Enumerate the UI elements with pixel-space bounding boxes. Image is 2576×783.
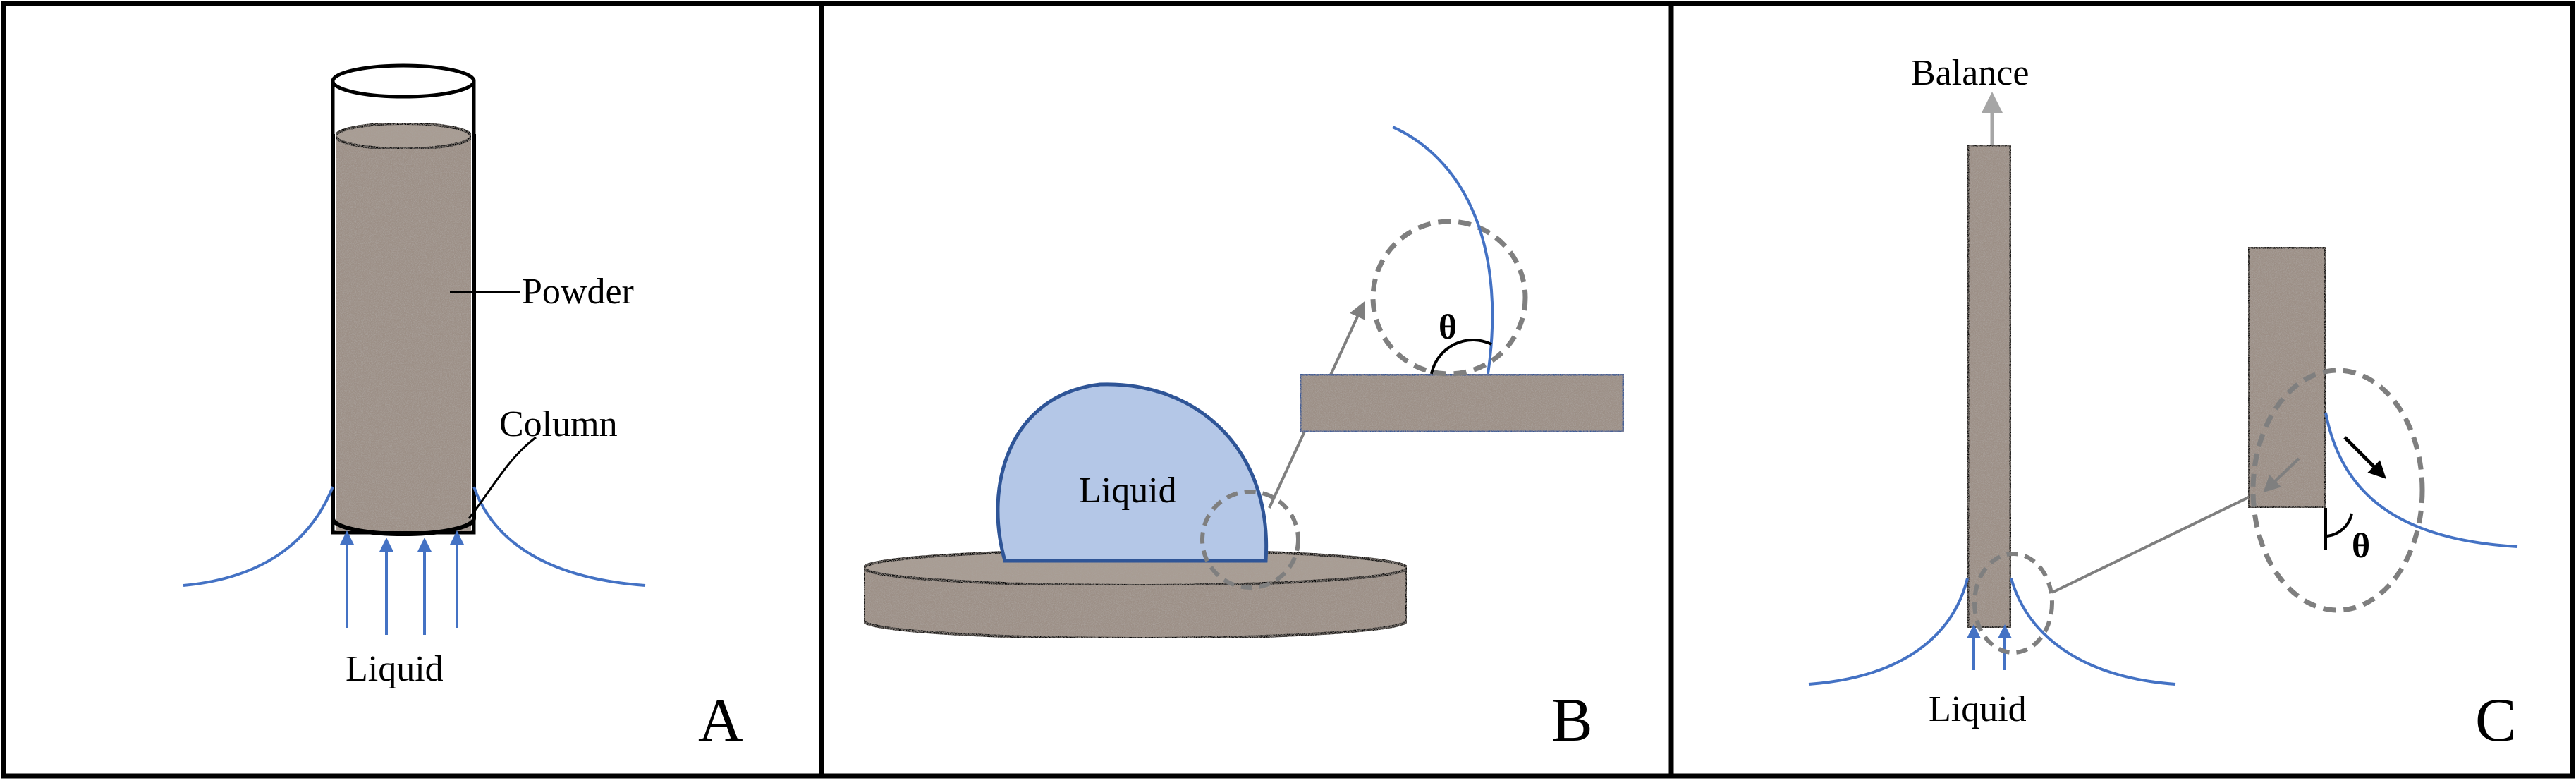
detail-circle-small: [1972, 552, 2054, 655]
powder-disc: [862, 549, 1408, 640]
liquid-profile: [1392, 126, 1494, 375]
panel-letter-b: B: [1551, 686, 1593, 755]
liquid-label: Liquid: [346, 649, 444, 689]
detail-circle-large: [2250, 368, 2425, 613]
liquid-flow-arrows: [340, 530, 464, 635]
zoom-pointer: [2051, 482, 2278, 594]
panel-c-border: [1668, 1, 2575, 779]
liquid-profile: [2324, 412, 2518, 548]
movement-arrow: [2343, 436, 2386, 479]
detail-circle-large: [1370, 219, 1528, 377]
meniscus-right: [472, 486, 646, 587]
panel-letter-c: C: [2475, 686, 2517, 755]
contact-angle-symbol: θ: [1439, 307, 1457, 346]
panel-a: Powder Column Liquid A: [1, 1, 824, 779]
liquid-label: Liquid: [1929, 689, 2027, 729]
panel-c: Balance Liquid θ C: [1668, 1, 2575, 779]
wilhelmy-plate: [1965, 142, 2013, 630]
contact-angle-arc: [2325, 513, 2353, 538]
panel-b: Liquid θ B: [819, 1, 1674, 779]
panel-letter-a: A: [698, 686, 743, 755]
substrate-strip: [1298, 372, 1626, 435]
meniscus-left: [1808, 578, 1969, 686]
liquid-drop: [996, 382, 1269, 563]
column-top-rim: [331, 63, 476, 99]
contact-angle-symbol: θ: [2352, 526, 2370, 565]
meniscus-left: [183, 486, 334, 587]
contact-angle-arc: [1430, 338, 1492, 375]
powder-bed: [331, 122, 476, 536]
meniscus-right: [2010, 578, 2176, 686]
powder-label: Powder: [522, 272, 634, 312]
column-leader: [468, 436, 537, 519]
balance-label: Balance: [1911, 53, 2029, 93]
column-label: Column: [499, 404, 618, 444]
detail-circle-small: [1200, 490, 1300, 590]
detail-pointer-head: [2263, 457, 2300, 493]
liquid-label: Liquid: [1079, 471, 1177, 511]
